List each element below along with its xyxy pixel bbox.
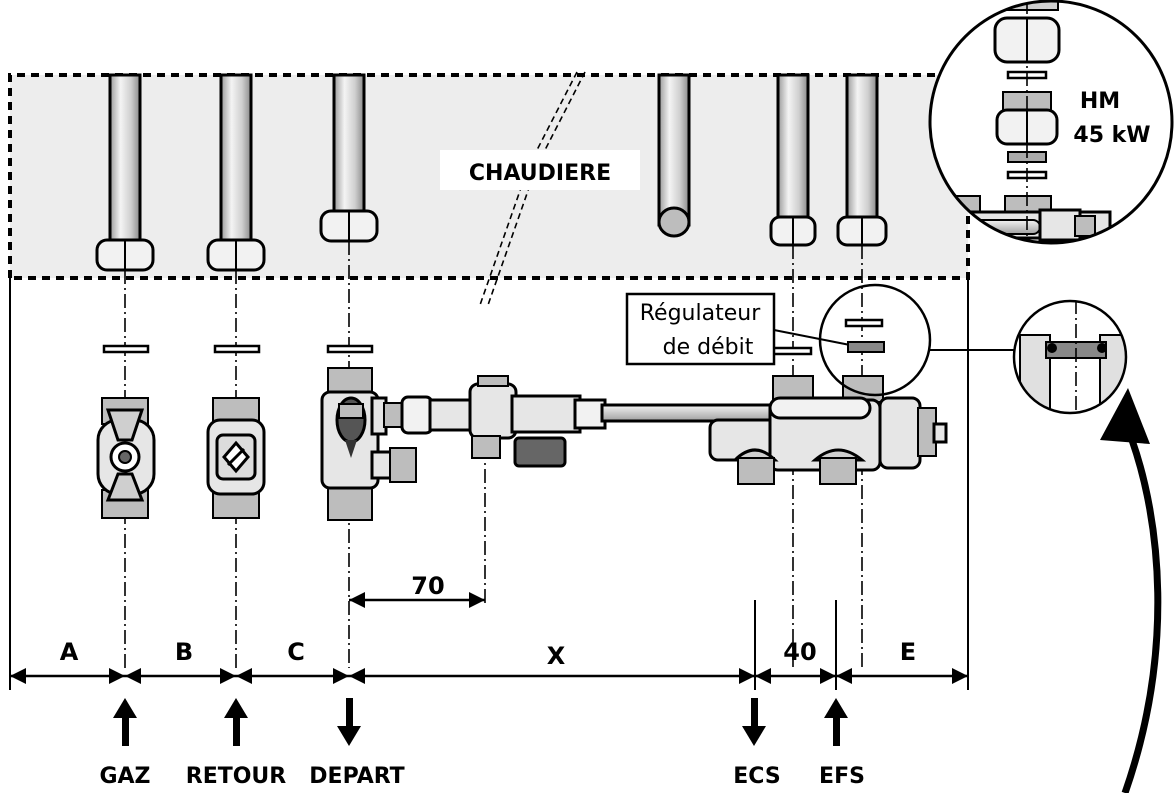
ecs-outlet-arrow: [742, 698, 766, 746]
boiler-label: CHAUDIERE: [469, 161, 611, 186]
sanitary-manifold: [708, 375, 948, 485]
gaskets: [102, 318, 884, 356]
dim-e-label: E: [900, 638, 916, 666]
label-ecs: ECS: [733, 764, 780, 789]
ecs-pipe: [776, 73, 810, 227]
label-retour: RETOUR: [186, 764, 287, 789]
hm-detail-inset: HM 45 kW: [928, 0, 1174, 245]
dim-c-label: C: [287, 638, 305, 666]
retour-valve: [206, 397, 266, 519]
cut-pipe: [657, 73, 691, 227]
regulator-label-line1: Régulateur: [640, 301, 761, 326]
depart-valve: [320, 367, 417, 521]
inset-label-hm: HM: [1080, 89, 1120, 114]
retour-inlet-arrow: [224, 698, 248, 746]
label-gaz: GAZ: [99, 764, 150, 789]
regulator-highlight-circle: [818, 283, 932, 397]
dim-40-label: 40: [783, 638, 816, 666]
gas-valve: [96, 397, 156, 519]
retour-pipe: [219, 73, 253, 247]
dim-b-label: B: [175, 638, 193, 666]
connection-assembly: [383, 375, 872, 468]
efs-pipe: [845, 73, 879, 227]
dimension-70: 70: [349, 572, 485, 608]
depart-pipe: [332, 73, 366, 217]
dimension-chain: A B C X 40 E: [10, 600, 968, 690]
label-efs: EFS: [819, 764, 865, 789]
dim-a-label: A: [60, 638, 79, 666]
break-marks: [479, 71, 586, 306]
efs-inlet-arrow: [824, 698, 848, 746]
connection-labels: GAZ RETOUR DEPART ECS EFS: [99, 764, 864, 789]
boiler-label-bg: [440, 150, 640, 190]
boundary-lines: [9, 278, 969, 690]
inset-label-power: 45 kW: [1073, 123, 1150, 148]
gaz-inlet-arrow: [113, 698, 137, 746]
regulator-label-line2: de débit: [663, 335, 754, 360]
gaz-pipe: [108, 73, 142, 247]
flow-regulator-callout: Régulateur de débit: [625, 283, 1016, 397]
dim-x-label: X: [547, 642, 566, 670]
label-depart: DEPART: [309, 764, 404, 789]
curved-arrow: [1100, 388, 1162, 793]
depart-outlet-arrow: [337, 698, 361, 746]
flow-arrows: [113, 698, 848, 746]
dim-70-label: 70: [411, 572, 444, 600]
pipe-nuts: [95, 209, 888, 272]
regulator-detail-inset: [1012, 299, 1128, 415]
